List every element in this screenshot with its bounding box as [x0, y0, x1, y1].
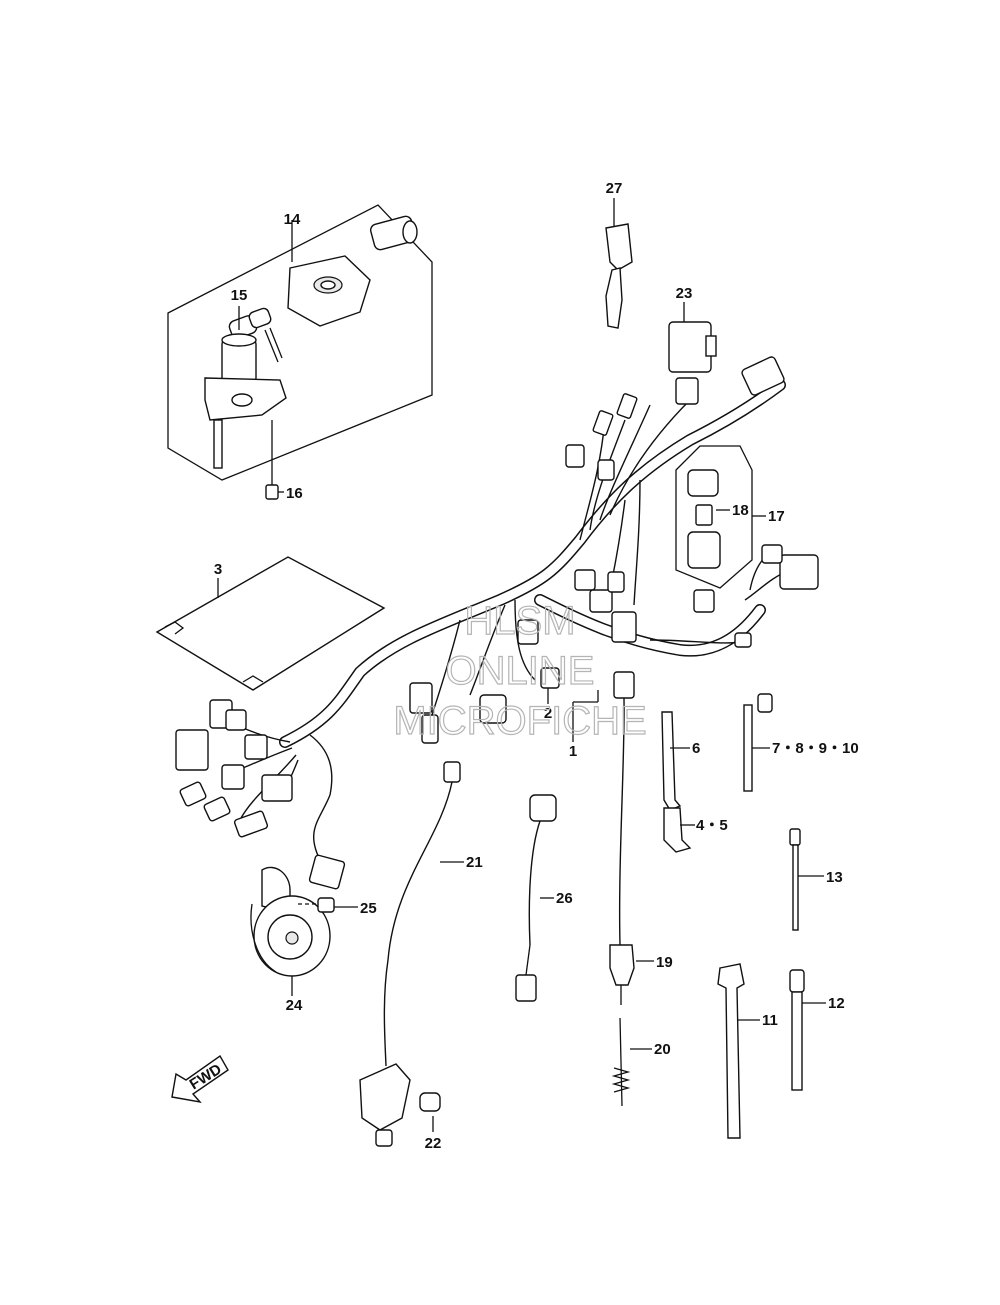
callout-19: 19	[656, 954, 673, 971]
ignition-switch-part	[204, 333, 287, 469]
callout-labels: 1 2 3 4・5 6 7・8・9・10 11 12 13 14 15 16 1…	[214, 180, 859, 1152]
leader-lines	[217, 198, 826, 1132]
switch-19-part	[609, 671, 635, 1005]
callout-17: 17	[768, 508, 785, 525]
callout-1: 1	[569, 743, 577, 760]
callout-22: 22	[425, 1135, 442, 1152]
relay-part	[668, 321, 717, 373]
lock-cylinder-part	[369, 215, 418, 251]
callout-13: 13	[826, 869, 843, 886]
callout-7-10: 7・8・9・10	[772, 740, 859, 757]
callout-15: 15	[231, 287, 248, 304]
callout-24: 24	[286, 997, 303, 1014]
horn-part	[250, 866, 331, 977]
lock-plate-part	[287, 255, 371, 327]
callout-18: 18	[732, 502, 749, 519]
callout-14: 14	[284, 211, 301, 228]
clamp-11-part	[717, 963, 745, 1139]
band-7-10-part	[743, 693, 773, 792]
watermark-line-2: ONLINE	[446, 649, 595, 693]
callout-23: 23	[676, 285, 693, 302]
callout-25: 25	[360, 900, 377, 917]
wiring-manual-sheet-part	[155, 556, 386, 691]
callout-6: 6	[692, 740, 700, 757]
callout-12: 12	[828, 995, 845, 1012]
callout-11: 11	[762, 1012, 778, 1029]
key-blank-part	[605, 223, 633, 329]
fuse-box-kit-box	[675, 445, 753, 589]
band-13-part	[789, 828, 801, 931]
ignition-switch-kit-box	[167, 204, 433, 481]
callout-27: 27	[606, 180, 623, 197]
callout-26: 26	[556, 890, 573, 907]
watermark: HLSM ONLINE MICROFICHE	[393, 598, 648, 743]
clamp-4-5-part	[663, 807, 692, 853]
callout-3: 3	[214, 561, 222, 578]
harness-connectors	[175, 356, 819, 890]
callout-4-5: 4・5	[696, 817, 728, 834]
callout-16: 16	[286, 485, 303, 502]
callout-20: 20	[654, 1041, 671, 1058]
bolt-25-part	[298, 897, 335, 913]
forward-direction-arrow: FWD	[171, 1054, 229, 1104]
callout-21: 21	[466, 854, 483, 871]
clamp-12-part	[789, 969, 805, 1091]
sensor-26-part	[515, 794, 557, 1002]
clamp-6-part	[661, 711, 682, 811]
watermark-line-1: HLSM	[464, 599, 575, 643]
ignition-key-part	[228, 307, 283, 363]
screw-22-part	[419, 1092, 441, 1112]
watermark-line-3: MICROFICHE	[393, 699, 646, 743]
screw-16-part	[265, 468, 279, 500]
spring-20-part	[611, 1017, 631, 1107]
callout-2: 2	[544, 705, 552, 722]
lead-21-part	[359, 761, 461, 1147]
